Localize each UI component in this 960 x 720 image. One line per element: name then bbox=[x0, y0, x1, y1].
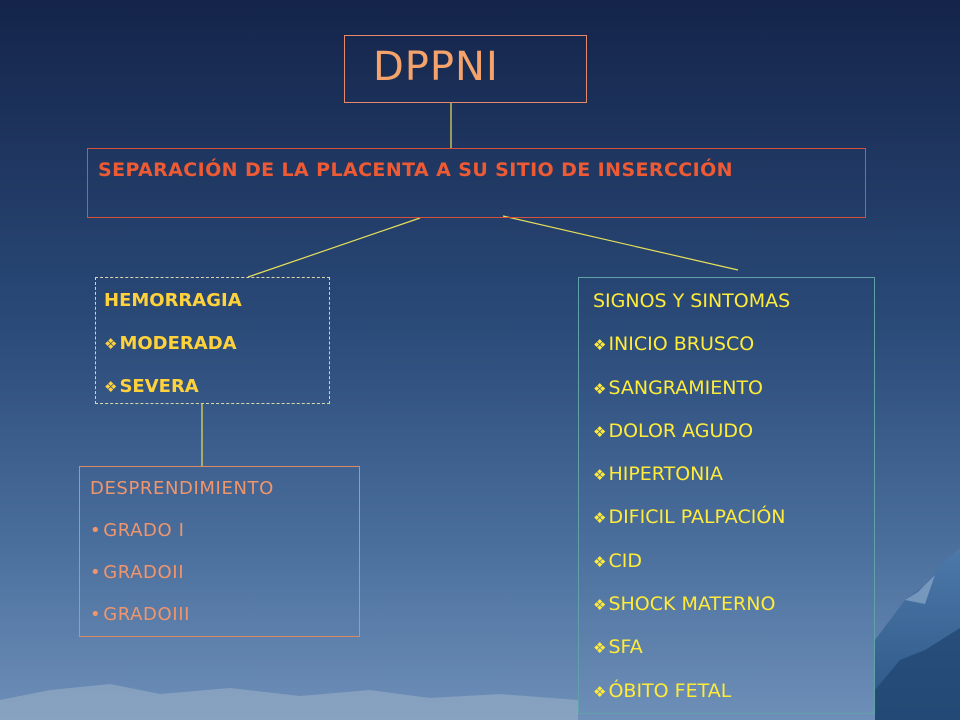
list-item-label: HIPERTONIA bbox=[608, 463, 724, 486]
definition-box: SEPARACIÓN DE LA PLACENTA A SU SITIO DE … bbox=[87, 148, 866, 218]
diamond-bullet-icon: ❖ bbox=[593, 682, 607, 701]
page-title: DPPNI bbox=[373, 44, 499, 90]
round-bullet-icon: • bbox=[90, 562, 102, 583]
signs-header: SIGNOS Y SINTOMAS bbox=[593, 290, 791, 312]
definition-text: SEPARACIÓN DE LA PLACENTA A SU SITIO DE … bbox=[98, 159, 733, 181]
list-item: ❖INICIO BRUSCO bbox=[593, 325, 874, 368]
list-item-label: DIFICIL PALPACIÓN bbox=[608, 506, 786, 529]
list-item: ❖ÓBITO FETAL bbox=[593, 672, 874, 715]
diamond-bullet-icon: ❖ bbox=[593, 336, 607, 355]
list-item: ❖SANGRAMIENTO bbox=[593, 369, 874, 412]
list-item: ❖DIFICIL PALPACIÓN bbox=[593, 498, 874, 541]
list-item: •GRADOIII bbox=[90, 596, 359, 638]
list-item-label: GRADOII bbox=[103, 562, 185, 583]
diamond-bullet-icon: ❖ bbox=[593, 596, 607, 615]
diamond-bullet-icon: ❖ bbox=[593, 379, 607, 398]
hemorrhage-box: HEMORRAGIA ❖MODERADA ❖SEVERA bbox=[95, 277, 330, 404]
round-bullet-icon: • bbox=[90, 520, 102, 541]
list-item-label: SANGRAMIENTO bbox=[608, 376, 764, 399]
list-item: ❖CID bbox=[593, 542, 874, 585]
list-item: ❖MODERADA bbox=[104, 326, 329, 369]
detachment-box: DESPRENDIMIENTO •GRADO I •GRADOII •GRADO… bbox=[79, 466, 360, 637]
list-item: •GRADOII bbox=[90, 554, 359, 596]
title-box: DPPNI bbox=[344, 35, 587, 103]
list-item-label: SHOCK MATERNO bbox=[608, 593, 776, 616]
list-item-label: DOLOR AGUDO bbox=[608, 419, 754, 442]
diamond-bullet-icon: ❖ bbox=[593, 509, 607, 528]
connector-definition-hemorrhage bbox=[247, 217, 421, 278]
diamond-bullet-icon: ❖ bbox=[104, 378, 118, 396]
hemorrhage-header: HEMORRAGIA bbox=[104, 290, 242, 311]
list-item: ❖SEVERA bbox=[104, 369, 329, 412]
list-item-label: SEVERA bbox=[119, 376, 199, 397]
diamond-bullet-icon: ❖ bbox=[593, 466, 607, 485]
list-item-label: INICIO BRUSCO bbox=[608, 333, 755, 356]
list-item: ❖SHOCK MATERNO bbox=[593, 585, 874, 628]
diamond-bullet-icon: ❖ bbox=[593, 552, 607, 571]
list-item-label: ÓBITO FETAL bbox=[608, 679, 732, 702]
list-item-label: CID bbox=[608, 549, 642, 572]
detachment-header: DESPRENDIMIENTO bbox=[90, 478, 274, 499]
list-item: ❖SFA bbox=[593, 628, 874, 671]
list-item: •GRADO I bbox=[90, 512, 359, 554]
diamond-bullet-icon: ❖ bbox=[593, 422, 607, 441]
diamond-bullet-icon: ❖ bbox=[593, 639, 607, 658]
round-bullet-icon: • bbox=[90, 604, 102, 625]
list-item: ❖HIPERTONIA bbox=[593, 455, 874, 498]
list-item-label: MODERADA bbox=[119, 333, 237, 354]
signs-box: SIGNOS Y SINTOMAS ❖INICIO BRUSCO ❖SANGRA… bbox=[578, 277, 875, 714]
list-item: ❖DOLOR AGUDO bbox=[593, 412, 874, 455]
list-item-label: SFA bbox=[608, 636, 643, 659]
list-item-label: GRADO I bbox=[103, 520, 185, 541]
connector-definition-signs bbox=[502, 215, 739, 271]
diamond-bullet-icon: ❖ bbox=[104, 335, 118, 353]
list-item-label: GRADOIII bbox=[103, 604, 191, 625]
